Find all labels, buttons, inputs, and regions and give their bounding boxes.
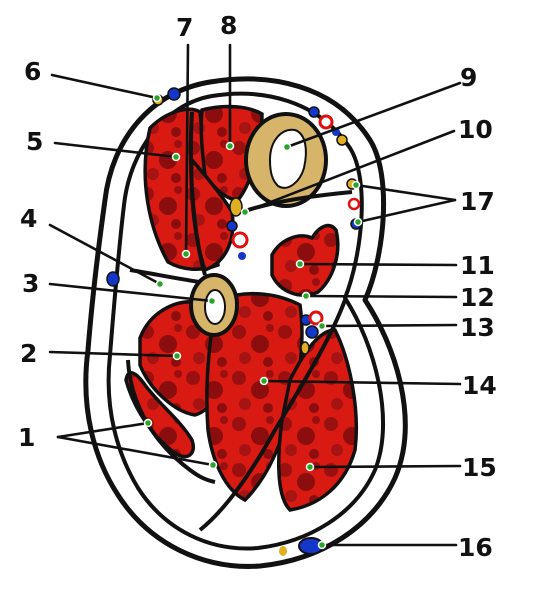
artery-17 [347,197,361,211]
septum-e [126,359,216,484]
nerve-16 [279,546,287,556]
label-12: 12 [460,283,495,312]
artery-13 [308,310,324,326]
nerve-9 [336,134,348,146]
label-17: 17 [460,187,495,216]
muscle-15 [277,328,359,512]
label-3: 3 [22,269,39,298]
leader-3 [48,282,214,303]
label-2: 2 [20,339,37,368]
nerve-13 [300,341,310,355]
label-11: 11 [460,251,495,280]
label-13: 13 [460,313,495,342]
leader-endpoints [143,93,363,550]
leader-12 [304,294,458,299]
leader-5 [53,141,178,159]
vein-10 [226,220,238,232]
vein-3 [106,271,120,287]
vein-13b [305,325,319,339]
label-5: 5 [26,127,43,156]
label-7: 7 [176,13,193,42]
leader-13 [320,323,458,328]
septum-c [198,299,347,532]
label-8: 8 [220,11,237,40]
leader-7 [184,43,190,256]
septum-d [129,268,201,284]
nerve-10 [229,197,243,217]
muscle-11 [270,223,340,297]
label-6: 6 [24,57,41,86]
deep-fascia [106,91,386,551]
label-9: 9 [460,63,477,92]
vein-10b [238,252,246,260]
leader-14 [262,379,462,386]
leader-4 [48,223,162,286]
artery-9 [318,114,334,130]
septum-a [188,111,207,276]
skin-outline [83,76,408,569]
leader-6 [50,73,159,100]
leader-2 [48,350,179,358]
leader-11 [298,262,458,267]
label-16: 16 [458,533,493,562]
leader-17a [354,183,457,202]
muscle-14 [205,291,304,503]
label-15: 15 [462,453,497,482]
leader-1b [56,435,215,467]
label-4: 4 [20,204,37,233]
radius-marrow [204,289,226,325]
label-14: 14 [462,371,497,400]
leader-15 [308,464,462,469]
vein-6 [167,87,181,101]
leader-1a [56,421,150,439]
label-1: 1 [18,423,35,452]
label-10: 10 [458,115,493,144]
leader-17b [356,198,457,224]
leader-9 [285,81,462,149]
leader-10 [243,129,456,214]
artery-10 [231,231,249,249]
vein-9 [308,106,320,118]
